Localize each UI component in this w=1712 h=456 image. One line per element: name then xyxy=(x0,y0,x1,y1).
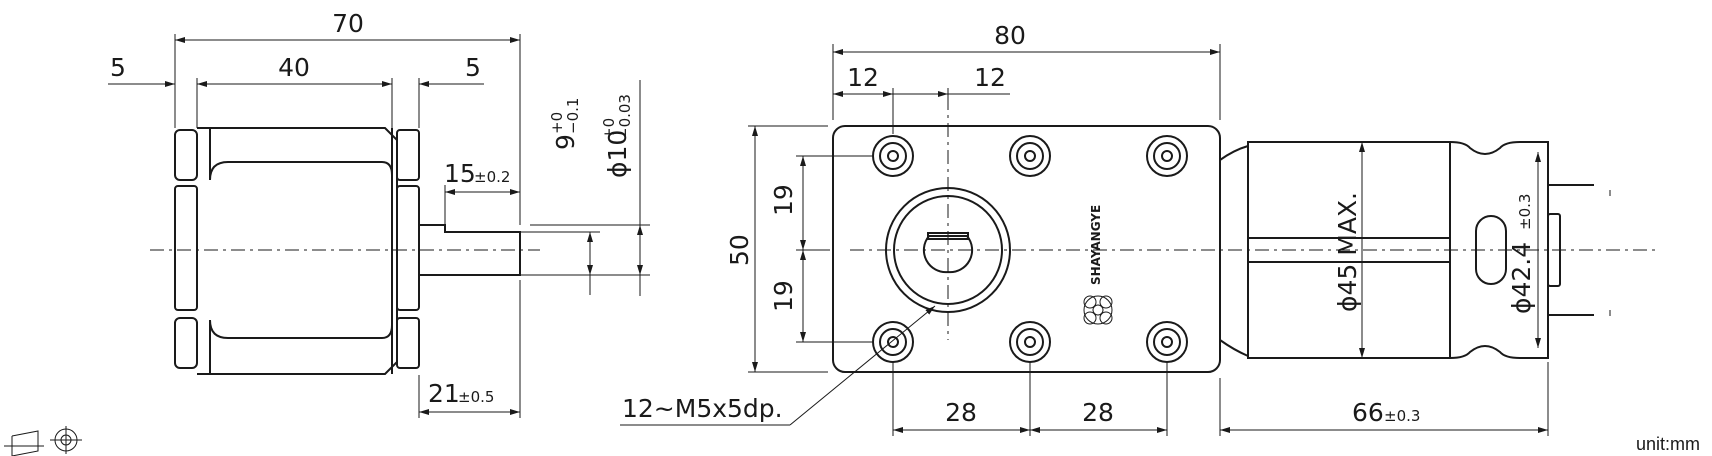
tol-flat-height-upper: +0 xyxy=(548,112,566,134)
dim-motor-diameter: ϕ45 MAX. xyxy=(1333,192,1362,312)
front-view: SHAYANGYE 80 12 12 50 19 19 28 28 xyxy=(620,21,1660,436)
dim-hole-pitch-lower: 19 xyxy=(769,280,798,312)
dim-hole-offset-right: 12 xyxy=(974,63,1006,92)
thread-leader xyxy=(789,305,936,426)
gearbox-inner-contour xyxy=(209,128,393,374)
motor-vent-slot xyxy=(1475,215,1507,285)
right-flange-mid xyxy=(396,185,420,311)
mounting-hole xyxy=(1146,321,1188,363)
mounting-hole xyxy=(872,321,914,363)
tol-shaft-flat: ±0.2 xyxy=(474,168,510,186)
dim-bottom-pitch-left: 28 xyxy=(945,398,977,427)
mounting-hole xyxy=(1146,135,1188,177)
mounting-hole xyxy=(872,135,914,177)
dim-flat-height: 9 xyxy=(551,134,580,150)
dim-can-diameter: ϕ42.4 xyxy=(1507,242,1536,314)
tol-can-diameter: ±0.3 xyxy=(1516,194,1534,230)
output-shaft xyxy=(419,224,521,276)
dim-hole-offset-left: 12 xyxy=(847,63,879,92)
third-angle-projection-icon xyxy=(4,426,82,456)
dim-plate-height: 50 xyxy=(725,234,754,266)
tol-shaft-length: ±0.5 xyxy=(458,388,494,406)
mounting-hole xyxy=(1009,135,1051,177)
dim-overall-length: 70 xyxy=(332,9,364,38)
side-view: 70 5 40 5 15 ±0.2 21 ±0.5 9 +0 −0.1 xyxy=(108,9,650,418)
shaft-d-profile xyxy=(922,235,974,274)
tol-flat-height-lower: −0.1 xyxy=(564,98,582,134)
tol-shaft-dia-upper: +0 xyxy=(600,118,618,140)
right-flange-bottom xyxy=(396,317,420,369)
motor-can xyxy=(1247,141,1549,359)
thread-callout: 12~M5x5dp. xyxy=(622,394,783,423)
front-plate xyxy=(832,125,1221,373)
brand-logo xyxy=(1083,295,1113,325)
mounting-hole xyxy=(1009,321,1051,363)
motor-end-cap xyxy=(1547,213,1561,287)
dim-motor-length: 66 xyxy=(1352,398,1384,427)
motor-view: ϕ45 MAX. ϕ42.4 ±0.3 66 ±0.3 xyxy=(1219,141,1611,436)
dim-body-length: 40 xyxy=(278,53,310,82)
right-flange-top xyxy=(396,129,420,181)
brand-text: SHAYANGYE xyxy=(1089,205,1103,285)
hub-inner-ring xyxy=(893,195,1003,305)
left-flange-mid xyxy=(174,185,198,311)
dim-shaft-length: 21 xyxy=(428,379,460,408)
tol-shaft-dia-lower: −0.03 xyxy=(616,94,634,140)
dim-left-flange: 5 xyxy=(110,53,126,82)
left-flange-bottom xyxy=(174,317,198,369)
dim-shaft-diameter: ϕ10 xyxy=(603,130,632,178)
motor-neck xyxy=(1219,144,1249,358)
tol-motor-length: ±0.3 xyxy=(1384,407,1420,425)
shaft-key-slot xyxy=(927,232,969,240)
hub-outer-ring xyxy=(885,187,1011,313)
left-flange-top xyxy=(174,129,198,181)
unit-label: unit:mm xyxy=(1636,434,1700,454)
dim-bottom-pitch-right: 28 xyxy=(1082,398,1114,427)
dim-plate-width: 80 xyxy=(994,21,1026,50)
dim-shaft-flat: 15 xyxy=(444,159,476,188)
dim-hole-pitch-upper: 19 xyxy=(769,184,798,216)
dim-right-flange: 5 xyxy=(465,53,481,82)
